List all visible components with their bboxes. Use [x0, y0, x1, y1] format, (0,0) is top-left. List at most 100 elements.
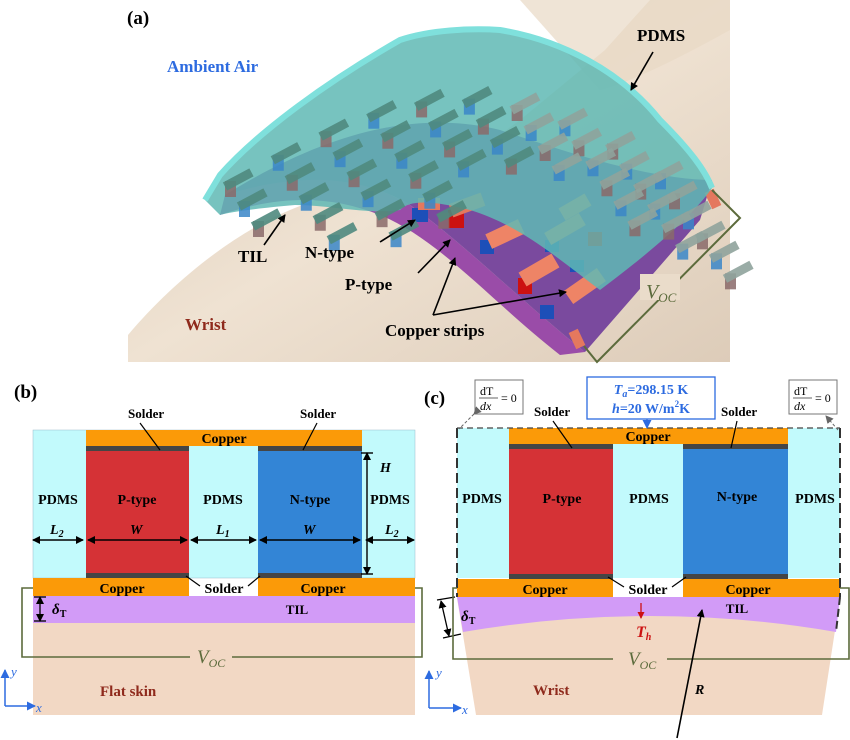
module-copper-cap — [503, 146, 535, 169]
voc-wire-right-b — [232, 587, 423, 658]
pdms-left-label-b: PDMS — [38, 493, 78, 508]
solder-label-right-c: Solder — [721, 404, 757, 419]
module-leg — [458, 161, 470, 178]
delta-t-arrow-c — [438, 600, 452, 637]
module-leg — [424, 192, 436, 209]
til-label-3d: TIL — [238, 247, 267, 266]
bc-right-pointer — [825, 415, 839, 431]
module-copper-cap — [461, 86, 493, 109]
voc-wire-left-b — [21, 587, 190, 658]
module-leg — [444, 141, 456, 158]
module-copper-cap — [613, 187, 645, 210]
module-copper-cap — [374, 198, 406, 221]
pdms-right-label-c: PDMS — [795, 492, 835, 507]
n-type-leg-c — [683, 449, 788, 574]
module-leg — [511, 104, 523, 121]
voc-label-3d: VOC — [646, 281, 677, 305]
module-copper-cap — [250, 208, 282, 231]
solder-pointer-right-b — [302, 422, 318, 451]
p-type-label-b: P-type — [118, 493, 157, 508]
module-copper-cap — [436, 200, 467, 223]
module-copper-cap — [475, 106, 507, 129]
module-leg — [396, 152, 408, 169]
module-copper-cap — [585, 147, 617, 170]
module-leg — [477, 118, 489, 135]
module-leg — [601, 180, 613, 197]
solder-bottom-right-c — [683, 574, 788, 579]
pdms-mid-label-b: PDMS — [203, 493, 243, 508]
module-copper-cap — [509, 92, 541, 115]
dim-w-right-b: W — [303, 523, 317, 538]
module-leg — [438, 212, 450, 229]
module-leg — [376, 211, 388, 228]
module-copper-cap — [270, 142, 302, 165]
solder-bottom-right-b — [258, 573, 362, 578]
module-leg — [663, 223, 675, 240]
module-leg — [463, 98, 475, 115]
module-copper-cap — [605, 131, 636, 154]
module-copper-cap — [427, 108, 459, 131]
panel-a-tag: (a) — [127, 8, 149, 29]
solder-top-right-c — [683, 444, 788, 449]
delta-t-label-c: δT — [461, 609, 476, 627]
ambient-bc-box: Ta=298.15 K h=20 W/m2K — [586, 376, 716, 420]
p-type-leg-b — [86, 451, 189, 573]
module-copper-cap — [523, 112, 555, 135]
n-type-leg-b — [258, 451, 362, 573]
p-type-leg-c — [509, 449, 613, 574]
panel-c-tag: (c) — [424, 388, 445, 409]
til-label-b: TIL — [286, 602, 309, 617]
module-leg — [559, 120, 571, 137]
module-copper-cap — [489, 126, 521, 149]
solder-bottom-label-c: Solder — [629, 583, 668, 598]
solder-bottom-label-b: Solder — [205, 582, 244, 597]
module-leg — [491, 138, 503, 155]
solder-pointer-right-c — [730, 420, 738, 449]
copper-bottom-right-c — [683, 579, 840, 597]
module-leg — [573, 140, 585, 157]
module-leg — [314, 214, 326, 231]
n-type-label-b: N-type — [290, 493, 330, 508]
module-copper-cap — [722, 260, 754, 283]
module-copper-cap — [366, 100, 397, 123]
bc-box-left: dT dx = 0 — [474, 379, 524, 415]
module-copper-cap — [557, 107, 589, 130]
bc-left-pointer — [458, 406, 482, 430]
th-label: Th — [636, 624, 652, 643]
radius-arrow — [676, 609, 705, 739]
module-copper-cap — [441, 128, 473, 151]
x-axis-label-c: x — [461, 702, 468, 717]
solder-pointer-bottom-right-c — [671, 576, 687, 588]
module-copper-cap — [346, 158, 378, 181]
wrist-label-c: Wrist — [533, 683, 569, 699]
heat-transfer-coefficient: h=20 W/m2K — [612, 399, 690, 417]
module-leg — [348, 171, 360, 188]
solder-top-right-b — [258, 446, 362, 451]
copper-bottom-right-label-c: Copper — [725, 583, 770, 598]
voc-label-c: VOC — [628, 649, 657, 672]
module-copper-cap — [394, 140, 425, 163]
wrist-shade — [520, 0, 730, 90]
copper-top-label-c: Copper — [625, 430, 670, 445]
n-type-label-3d: N-type — [305, 243, 355, 262]
module-copper-cap — [318, 118, 350, 141]
pdms-left-label-c: PDMS — [462, 492, 502, 507]
ambient-air-label: Ambient Air — [167, 57, 259, 76]
module-leg — [669, 193, 680, 210]
solder-pointer-bottom-left-c — [607, 576, 625, 588]
y-axis-label-c: y — [434, 665, 442, 680]
module-leg — [328, 234, 340, 251]
solder-top-left-c — [509, 444, 613, 449]
panel-a: (a) — [127, 0, 754, 364]
til-label-c: TIL — [726, 601, 749, 616]
module-copper-cap — [236, 188, 268, 211]
bc-left-numerator: dT — [480, 384, 494, 398]
voc-label-b: VOC — [197, 647, 226, 670]
voc-wire-left-c — [452, 587, 613, 660]
module-leg — [320, 131, 332, 148]
pdms-shell-3d — [205, 29, 712, 290]
til-layer-b — [33, 596, 415, 623]
module-leg — [697, 233, 708, 250]
copper-top-b — [86, 430, 362, 446]
